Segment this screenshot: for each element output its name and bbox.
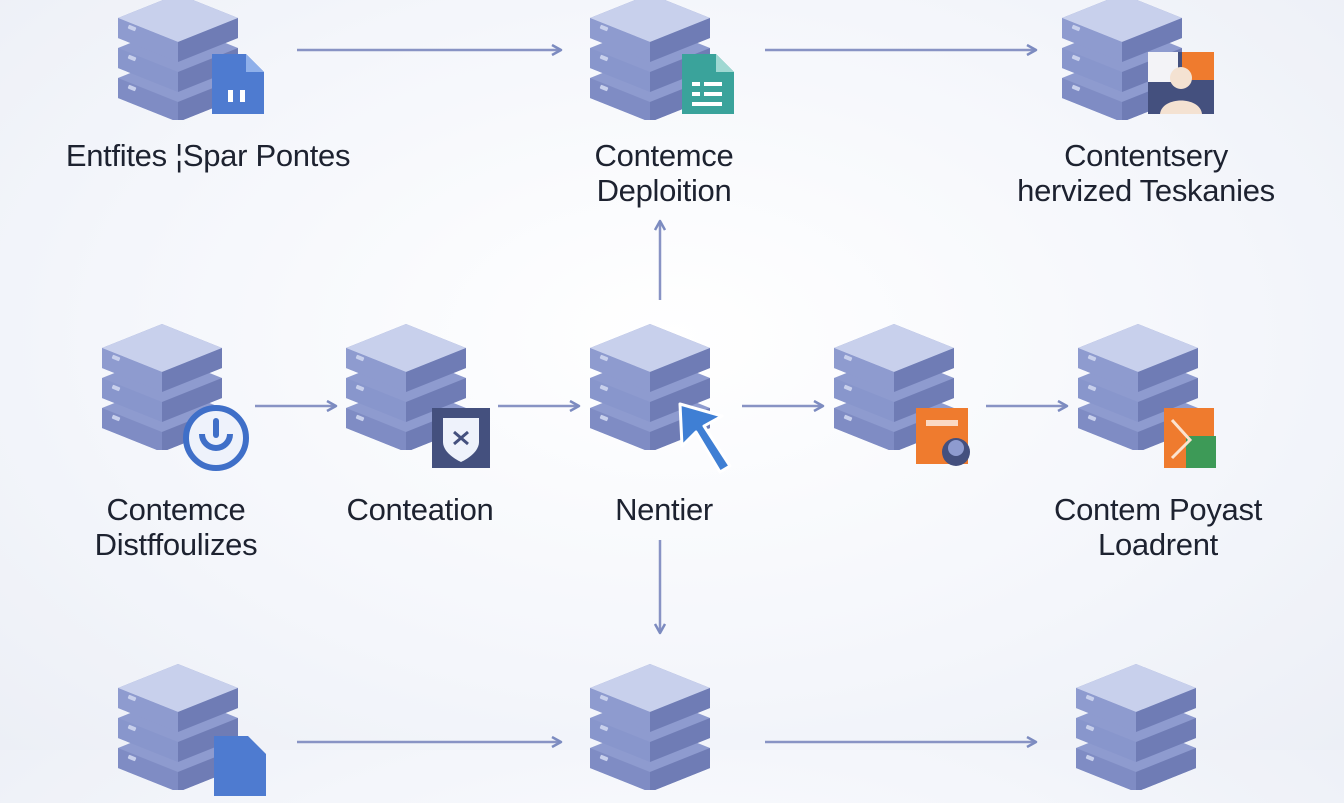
label-line: Contem Poyast [1053,492,1263,527]
label-line: Entfites ¦Spar Pontes [65,138,351,173]
document-icon [210,734,270,798]
label-line: Loadrent [1098,527,1218,562]
label-line: Nentier [615,492,713,527]
label-top-center: Contemce Deploition [494,138,834,208]
user-profile-icon [1148,52,1214,116]
label-line: Contentsery [1064,138,1228,173]
label-line: Contemce [106,492,246,527]
server-bottom-right [1066,660,1206,790]
label-line: Deploition [596,173,732,208]
label-mid-5: Contem Poyast Loadrent [988,492,1328,562]
document-icon [208,52,268,116]
label-line: Contemce [594,138,734,173]
folder-chart-icon [1160,406,1220,470]
server-bottom-center [580,660,720,790]
label-top-left: Entfites ¦Spar Pontes [38,138,378,173]
power-icon [182,404,249,471]
label-line: hervized Teskanies [1017,173,1275,208]
label-mid-3: Nentier [494,492,834,527]
label-mid-1: Contemce Distffoulizes [6,492,346,562]
file-list-icon [678,52,738,116]
label-line: Conteation [346,492,494,527]
label-top-right: Contentsery hervized Teskanies [976,138,1316,208]
shield-tool-icon [432,408,492,472]
label-line: Distffoulizes [94,527,258,562]
label-mid-2: Conteation [250,492,590,527]
photo-icon [914,406,974,470]
cursor-icon [674,400,734,474]
connector-layer [255,0,1344,750]
content-flow-diagram: Entfites ¦Spar Pontes Contemce Deploitio… [6,0,1344,796]
